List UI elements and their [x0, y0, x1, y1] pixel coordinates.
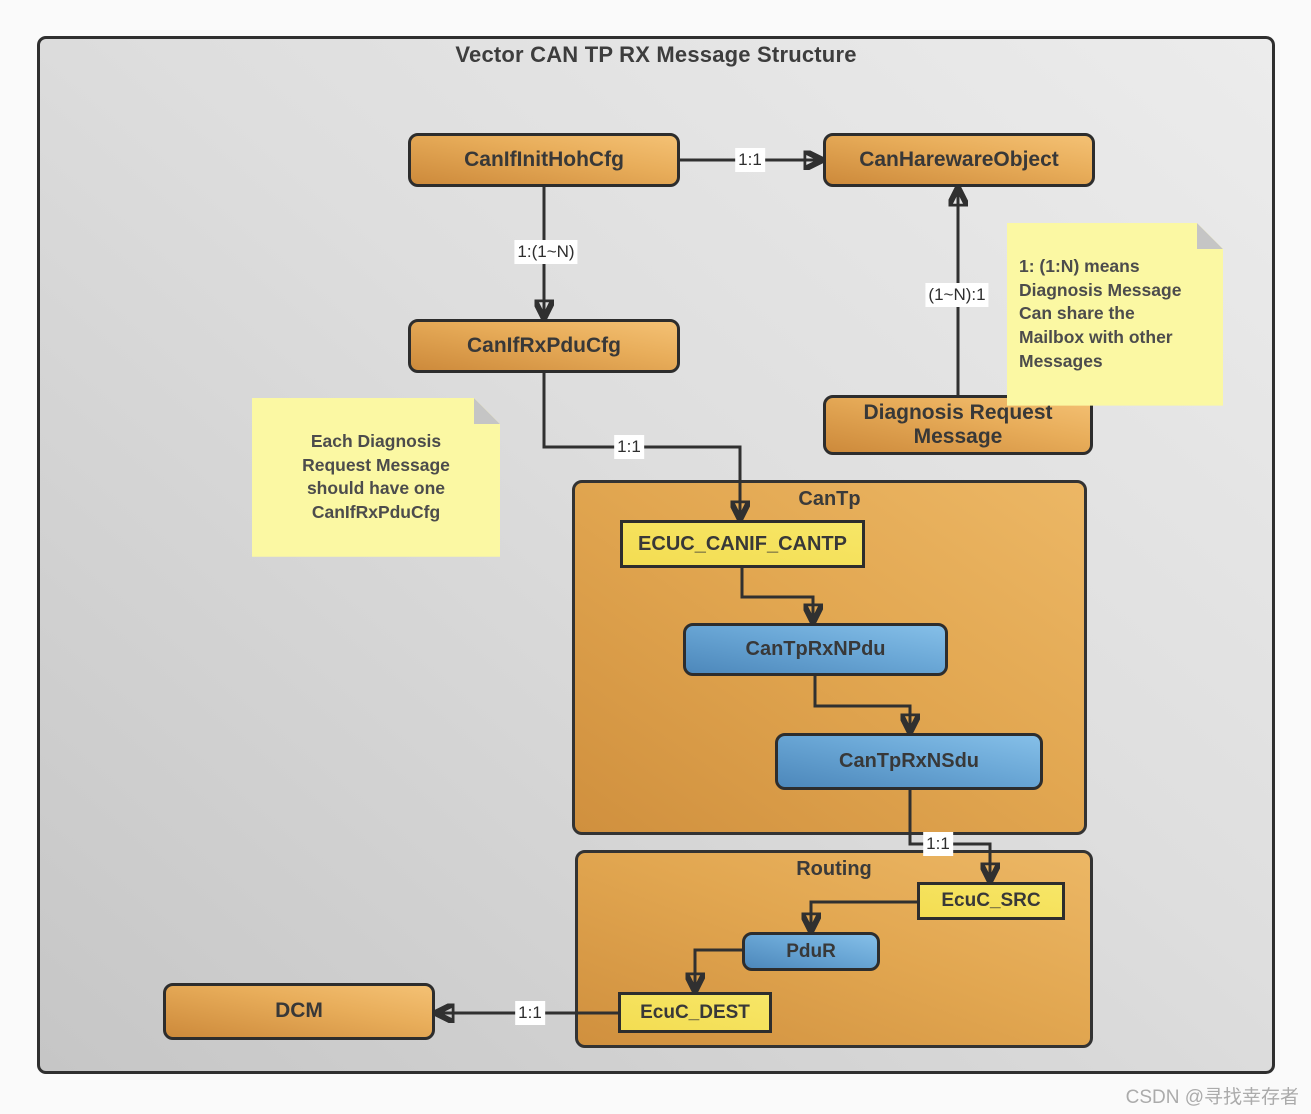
edge-label-rxpdu-to-cantp: 1:1: [614, 435, 644, 459]
note-mailbox-share: 1: (1:N) means Diagnosis Message Can sha…: [1007, 223, 1223, 406]
edge-label-hoh-to-hw: 1:1: [735, 148, 765, 172]
node-ecuc-dest: EcuC_DEST: [618, 992, 772, 1033]
node-can-if-rx-pdu-cfg: CanIfRxPduCfg: [408, 319, 680, 373]
container-cantp-title: CanTp: [798, 488, 861, 510]
edge-label-dest-to-dcm: 1:1: [515, 1001, 545, 1025]
node-pdur: PduR: [742, 932, 880, 971]
edge-label-hoh-to-rxpdu: 1:(1~N): [514, 240, 578, 264]
note-right-text: 1: (1:N) means Diagnosis Message Can sha…: [1019, 255, 1182, 371]
node-ecuc-src: EcuC_SRC: [917, 882, 1065, 920]
watermark: CSDN @寻找幸存者: [1125, 1087, 1299, 1108]
note-each-diagnosis: Each Diagnosis Request Message should ha…: [252, 398, 500, 557]
diagram-title: Vector CAN TP RX Message Structure: [455, 42, 857, 67]
node-can-if-init-hoh-cfg: CanIfInitHohCfg: [408, 133, 680, 187]
node-can-hareware-object: CanHarewareObject: [823, 133, 1095, 187]
node-ecuc-canif-cantp: ECUC_CANIF_CANTP: [620, 520, 865, 568]
node-dcm: DCM: [163, 983, 435, 1040]
node-can-tp-rx-nsdu: CanTpRxNSdu: [775, 733, 1043, 790]
edge-label-nsdu-to-src: 1:1: [923, 832, 953, 856]
note-left-text: Each Diagnosis Request Message should ha…: [302, 430, 450, 523]
node-can-tp-rx-npdu: CanTpRxNPdu: [683, 623, 948, 676]
container-routing-title: Routing: [796, 858, 872, 880]
edge-label-diag-to-hw: (1~N):1: [925, 283, 989, 307]
